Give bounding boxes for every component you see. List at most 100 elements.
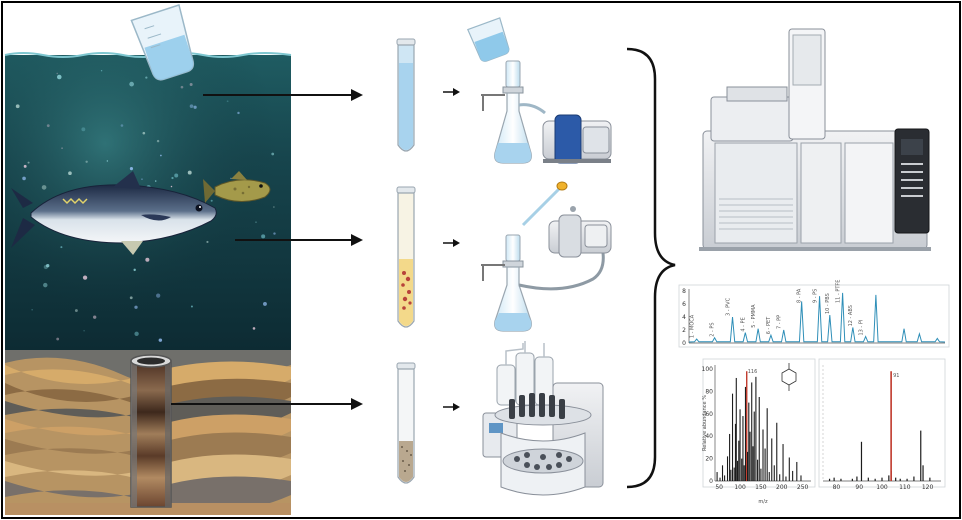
chromatogram-peak-label: 5 - PMMA	[751, 304, 757, 328]
microplastic-particle	[43, 282, 48, 288]
microplastic-particle	[106, 160, 109, 162]
microplastic-particle	[100, 69, 103, 72]
water-panel	[4, 4, 292, 350]
tuna-fish-icon	[11, 171, 217, 255]
arrow-fish-to-tube	[235, 234, 363, 246]
microplastic-particle	[273, 206, 275, 208]
arrow-sediment-to-tube	[171, 398, 363, 410]
test-tube-water-icon	[396, 38, 416, 152]
microplastic-particle	[226, 100, 229, 103]
microplastic-particle	[156, 139, 160, 143]
microplastic-particles	[15, 68, 276, 342]
small-arrow-1	[443, 88, 460, 96]
microplastic-particle	[133, 268, 136, 272]
spectrum-x-tick: 150	[755, 484, 767, 491]
molecule-structure-icon	[781, 363, 797, 391]
chromatogram-y-tick: 8	[682, 288, 686, 295]
spectrum-y-tick: 20	[705, 456, 713, 463]
microplastic-particle	[261, 234, 266, 239]
chromatogram-peak-label: 7 - PP	[777, 315, 783, 329]
gc-ms-instrument-icon	[699, 28, 931, 251]
spectrum-y-tick: 0	[709, 478, 713, 485]
microplastic-particle	[210, 199, 213, 202]
flow-arrows	[171, 88, 460, 411]
microplastic-particle	[60, 246, 63, 249]
filtration-setup-2	[481, 181, 612, 332]
chromatogram-y-tick: 4	[682, 314, 686, 321]
microplastic-particle	[190, 305, 193, 308]
small-arrow-2	[443, 239, 460, 247]
spectrum-y-tick: 60	[705, 411, 713, 418]
pouring-beaker-icon	[467, 17, 510, 62]
microplastic-particle	[255, 221, 257, 223]
small-fish-icon	[203, 171, 271, 203]
microplastic-particle	[156, 293, 161, 298]
chromatogram-peak-label: 12 - ABS	[848, 305, 854, 326]
microplastic-particle	[56, 337, 60, 341]
chromatogram-y-tick: 6	[682, 301, 686, 308]
spectrum-x-tick: 110	[899, 484, 911, 491]
filter-flask-icon	[481, 60, 546, 164]
chromatogram-peak-label: 10 - PBS	[825, 293, 831, 314]
spectrum-left-bars	[716, 371, 802, 481]
microplastic-particle	[23, 164, 27, 168]
spectrum-y-tick: 100	[702, 366, 714, 373]
spectrum-x-tick: 90	[855, 484, 863, 491]
microplastic-particle	[82, 275, 88, 280]
test-tube-sediment-icon	[396, 362, 416, 484]
spectrum-x-tick: 250	[797, 484, 809, 491]
microplastic-particle	[189, 82, 193, 86]
pipette-icon	[521, 181, 568, 227]
spectrum-right-bars	[828, 371, 931, 481]
test-tube-tissue-icon	[396, 186, 416, 328]
spectrum-y-tick: 40	[705, 433, 713, 440]
microplastic-particle	[120, 124, 124, 127]
vacuum-pump-icon	[548, 206, 612, 258]
microplastic-particle	[134, 331, 139, 336]
microplastic-particle	[180, 85, 184, 89]
microplastic-particle	[171, 176, 174, 180]
arrow-water-to-tube	[203, 89, 363, 101]
chromatogram-peak-label: 6 - PET	[766, 316, 772, 334]
chromatogram-trace	[688, 292, 946, 343]
microplastic-particle	[158, 338, 163, 342]
microplastic-particle	[263, 301, 267, 306]
chromatogram-peak-label: 9 - PS	[813, 289, 819, 303]
microplastic-particle	[31, 308, 33, 311]
microplastic-particle	[174, 173, 179, 178]
sediment-panel	[5, 350, 291, 515]
microplastic-particle	[206, 240, 209, 244]
chromatogram-y-tick: 0	[682, 340, 686, 347]
microplastic-particle	[189, 104, 194, 108]
microplastic-particle	[145, 257, 150, 262]
microplastic-particle	[27, 161, 30, 164]
sediment-core-tube-icon	[130, 354, 172, 508]
microplastic-particle	[142, 131, 146, 135]
microplastic-particle	[273, 232, 276, 235]
microplastic-particle	[160, 154, 162, 157]
chromatogram-peak-label: 4 - PE	[740, 317, 746, 331]
microplastic-particle	[46, 124, 50, 128]
spectrum-x-tick: 200	[776, 484, 788, 491]
microplastic-particle	[56, 74, 62, 80]
spectrum-left-top-label: 116	[748, 369, 758, 375]
microplastic-particle	[68, 171, 72, 176]
spectrum-x-tick: 100	[876, 484, 888, 491]
chromatogram-peak-label: 13 - PI	[859, 320, 865, 336]
solvent-bottles-icon	[496, 341, 554, 406]
spectrum-x-tick: 50	[715, 484, 723, 491]
spectrum-left-xlabel: m/z	[758, 499, 768, 505]
microplastic-particle	[41, 185, 47, 190]
spectrum-x-tick: 120	[922, 484, 934, 491]
spectrum-left-ylabel: Relative abundance %	[702, 395, 708, 451]
microplastic-particle	[187, 170, 192, 175]
microplastic-particle	[252, 327, 256, 330]
microplastic-particle	[141, 178, 143, 180]
